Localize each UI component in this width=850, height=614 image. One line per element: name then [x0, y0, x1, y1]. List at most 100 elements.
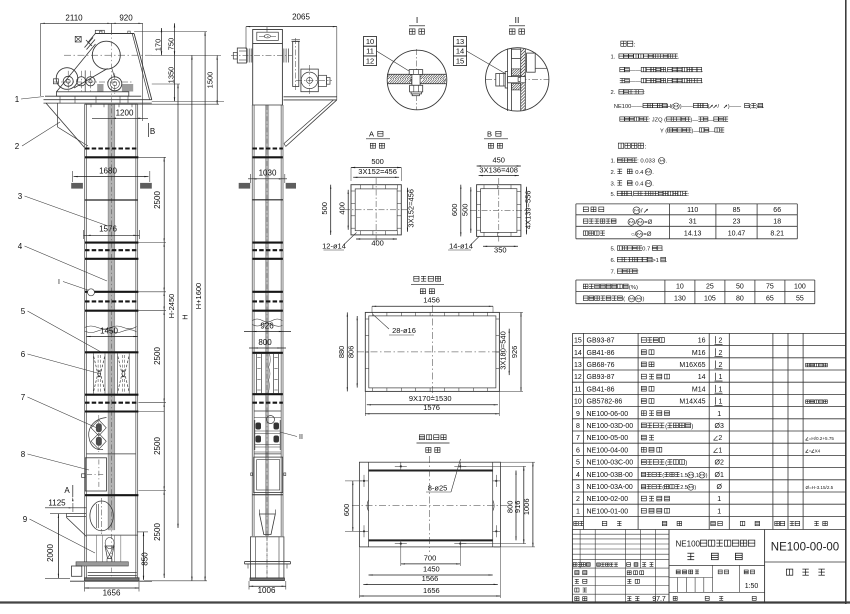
svg-text:65: 65	[766, 296, 774, 303]
svg-text::: :	[634, 42, 636, 49]
svg-text:14: 14	[574, 350, 582, 357]
svg-text:I: I	[58, 279, 60, 286]
svg-text:3: 3	[576, 484, 580, 491]
svg-text:6: 6	[576, 447, 580, 454]
svg-text:806: 806	[347, 346, 356, 359]
svg-text:1: 1	[718, 447, 722, 454]
svg-text:2000: 2000	[46, 544, 55, 562]
svg-text:H: H	[181, 314, 190, 319]
svg-text:400: 400	[338, 202, 347, 215]
svg-text:13: 13	[456, 37, 464, 46]
svg-text:400: 400	[371, 239, 384, 248]
svg-text:1656: 1656	[103, 588, 121, 597]
svg-text:)—: )—	[692, 128, 700, 134]
svg-text:GB5782-86: GB5782-86	[587, 399, 623, 406]
svg-text:11: 11	[574, 386, 581, 393]
svg-text:—: —	[708, 118, 714, 124]
svg-text:1450: 1450	[100, 327, 118, 336]
svg-text:8-ø25: 8-ø25	[428, 483, 448, 492]
svg-text:100: 100	[794, 284, 806, 291]
svg-text:7: 7	[21, 393, 26, 402]
svg-text:)——: )——	[728, 104, 742, 110]
svg-text:926: 926	[260, 322, 274, 331]
svg-text:25: 25	[706, 284, 714, 291]
svg-text:(: (	[623, 297, 625, 303]
svg-text:1: 1	[717, 508, 721, 515]
svg-text:Ø=H-3.15/2.5: Ø=H-3.15/2.5	[806, 485, 834, 490]
svg-text:1006: 1006	[522, 498, 531, 515]
svg-text:NE100: NE100	[676, 540, 701, 549]
svg-text:M14X45: M14X45	[679, 399, 705, 406]
svg-text:2: 2	[719, 362, 723, 369]
svg-text:1: 1	[717, 411, 721, 418]
svg-text:750: 750	[167, 38, 176, 51]
svg-text:14-ø14: 14-ø14	[449, 241, 473, 250]
svg-text:1350: 1350	[167, 67, 176, 84]
svg-text:1:50: 1:50	[745, 583, 759, 590]
svg-text:28-ø16: 28-ø16	[392, 326, 416, 335]
svg-text:NE100-02-00: NE100-02-00	[587, 496, 629, 503]
svg-text:7.: 7.	[611, 270, 616, 276]
svg-text:: JZQ (: : JZQ (	[649, 118, 666, 124]
svg-text:9: 9	[576, 411, 580, 418]
svg-text:3X152=456: 3X152=456	[358, 167, 397, 176]
svg-text:110: 110	[687, 207, 698, 214]
svg-text:600: 600	[450, 204, 459, 217]
svg-text:170: 170	[154, 39, 163, 52]
svg-text:4X139=556: 4X139=556	[524, 191, 533, 230]
svg-text:1680: 1680	[99, 167, 117, 176]
svg-text:18: 18	[773, 219, 781, 226]
svg-text:1576: 1576	[99, 225, 117, 234]
svg-text:): )	[756, 104, 758, 110]
svg-text:2500: 2500	[153, 191, 162, 209]
svg-text:130: 130	[674, 296, 686, 303]
svg-text:1: 1	[15, 95, 20, 104]
svg-text:8.21: 8.21	[770, 230, 784, 237]
svg-text:880: 880	[337, 346, 346, 359]
svg-text:14: 14	[456, 47, 464, 56]
svg-text:2.5: 2.5	[680, 485, 688, 491]
svg-text:15: 15	[456, 56, 464, 65]
svg-text:1576: 1576	[423, 403, 440, 412]
svg-text:1: 1	[719, 386, 723, 393]
svg-text:2.: 2.	[611, 170, 616, 176]
svg-text:5.: 5.	[611, 247, 616, 253]
svg-text:75: 75	[766, 284, 774, 291]
svg-text:1500: 1500	[206, 72, 215, 89]
svg-text:2500: 2500	[153, 437, 162, 455]
svg-text:/: /	[641, 208, 643, 215]
svg-text:97.7: 97.7	[652, 596, 666, 603]
svg-text:8: 8	[576, 423, 580, 430]
svg-text:1.5: 1.5	[680, 473, 688, 479]
svg-text:○/: ○/	[631, 232, 637, 238]
svg-text:11: 11	[366, 47, 374, 56]
svg-text:Ø: Ø	[716, 484, 722, 491]
svg-text:NE100-00-00: NE100-00-00	[771, 542, 839, 554]
svg-text:2: 2	[15, 142, 20, 151]
svg-text:NE100-01-00: NE100-01-00	[587, 508, 629, 515]
svg-text:10.47: 10.47	[728, 230, 746, 237]
svg-text:920: 920	[119, 14, 133, 23]
svg-text:B: B	[487, 130, 492, 139]
svg-text:66: 66	[773, 207, 781, 214]
svg-text:4: 4	[576, 472, 580, 479]
svg-text:10: 10	[676, 284, 684, 291]
svg-text:1456: 1456	[423, 296, 440, 305]
svg-text:16: 16	[698, 338, 706, 345]
svg-text:6: 6	[21, 350, 26, 359]
svg-text:NE100-03A-00: NE100-03A-00	[587, 484, 633, 491]
svg-text:1566: 1566	[422, 574, 439, 583]
svg-text:5.: 5.	[611, 192, 616, 198]
svg-text:2: 2	[576, 496, 580, 503]
svg-text:450: 450	[492, 156, 505, 165]
svg-text:6.: 6.	[611, 258, 616, 264]
svg-text:14: 14	[698, 374, 706, 381]
svg-text:1.: 1.	[611, 55, 616, 61]
svg-text:3: 3	[18, 192, 23, 201]
svg-text:): )	[706, 473, 708, 479]
svg-text:——: ——	[629, 79, 641, 85]
svg-text:55: 55	[796, 296, 804, 303]
svg-text:I: I	[416, 15, 418, 25]
svg-text:): )	[691, 423, 693, 430]
svg-text:850: 850	[141, 552, 150, 566]
